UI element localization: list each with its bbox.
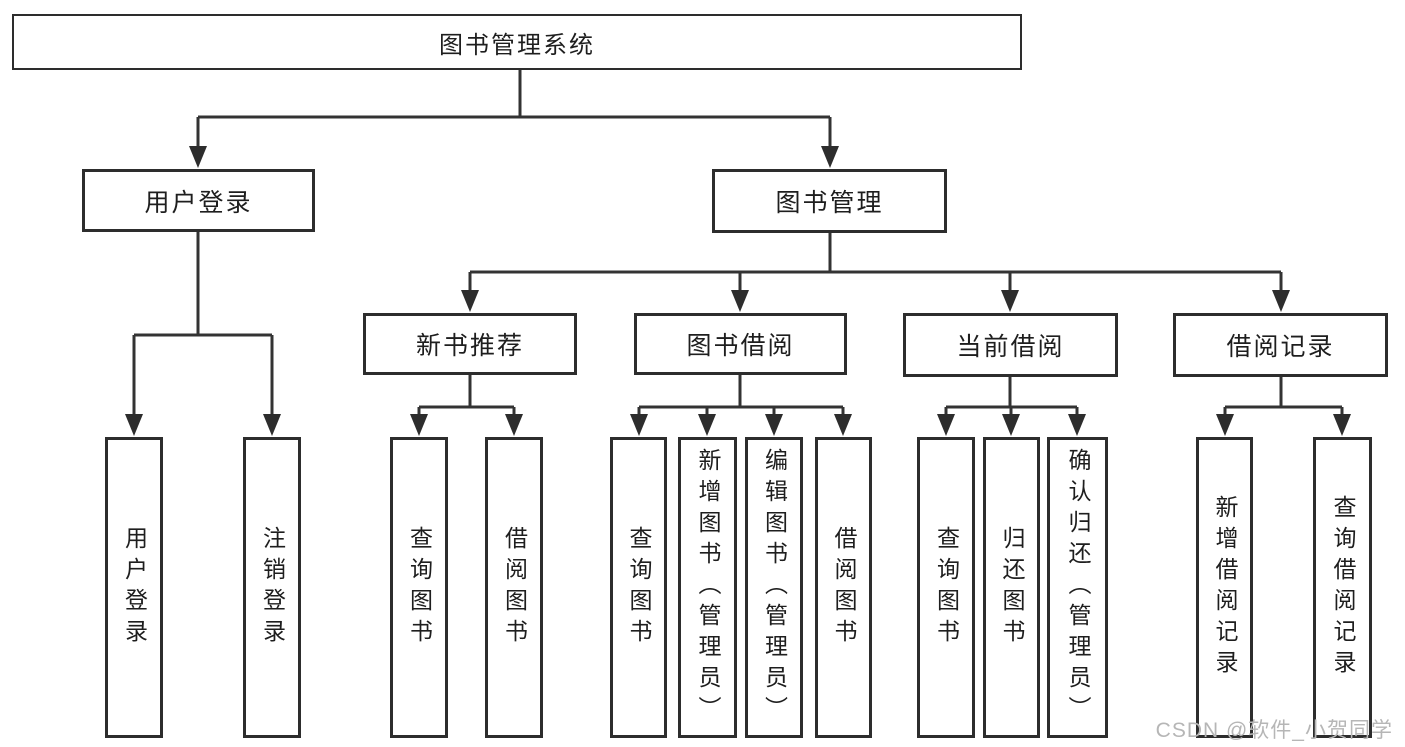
arrowhead [1002,414,1020,436]
node-leaf-edit-books-admin: 编辑图书（管理员） [745,437,803,738]
arrowhead [821,146,839,168]
arrowhead [630,414,648,436]
node-new-book-recommendation: 新书推荐 [363,313,577,375]
node-borrowing-records: 借阅记录 [1173,313,1388,377]
node-library-management-system: 图书管理系统 [12,14,1022,70]
arrowhead [1216,414,1234,436]
arrowhead [937,414,955,436]
node-leaf-query-borrow-record: 查询借阅记录 [1313,437,1372,738]
node-leaf-query-books-borrowing: 查询图书 [610,437,667,738]
node-user-login: 用户登录 [82,169,315,232]
node-leaf-confirm-return-admin: 确认归还（管理员） [1047,437,1108,738]
arrowhead [731,290,749,312]
arrowhead [1001,290,1019,312]
node-leaf-user-login: 用户登录 [105,437,163,738]
arrowhead [189,146,207,168]
arrowhead [505,414,523,436]
arrowhead [1333,414,1351,436]
node-book-management: 图书管理 [712,169,947,233]
arrowhead [410,414,428,436]
arrowhead [263,414,281,436]
node-leaf-add-borrow-record: 新增借阅记录 [1196,437,1253,738]
node-leaf-logout: 注销登录 [243,437,301,738]
node-current-borrowing: 当前借阅 [903,313,1118,377]
arrowhead [461,290,479,312]
node-leaf-query-books-current: 查询图书 [917,437,975,738]
arrowhead [1272,290,1290,312]
node-leaf-borrow-books-borrowing: 借阅图书 [815,437,872,738]
node-leaf-return-books: 归还图书 [983,437,1040,738]
node-leaf-query-books-recommend: 查询图书 [390,437,448,738]
arrowhead [125,414,143,436]
node-leaf-borrow-books-recommend: 借阅图书 [485,437,543,738]
arrowhead [1068,414,1086,436]
arrowhead [834,414,852,436]
watermark-text: CSDN @软件_小贺同学 [1155,719,1393,742]
arrowhead [765,414,783,436]
node-book-borrowing: 图书借阅 [634,313,847,375]
node-leaf-add-books-admin: 新增图书（管理员） [678,437,737,738]
arrowhead-group [125,146,1351,436]
arrowhead [698,414,716,436]
